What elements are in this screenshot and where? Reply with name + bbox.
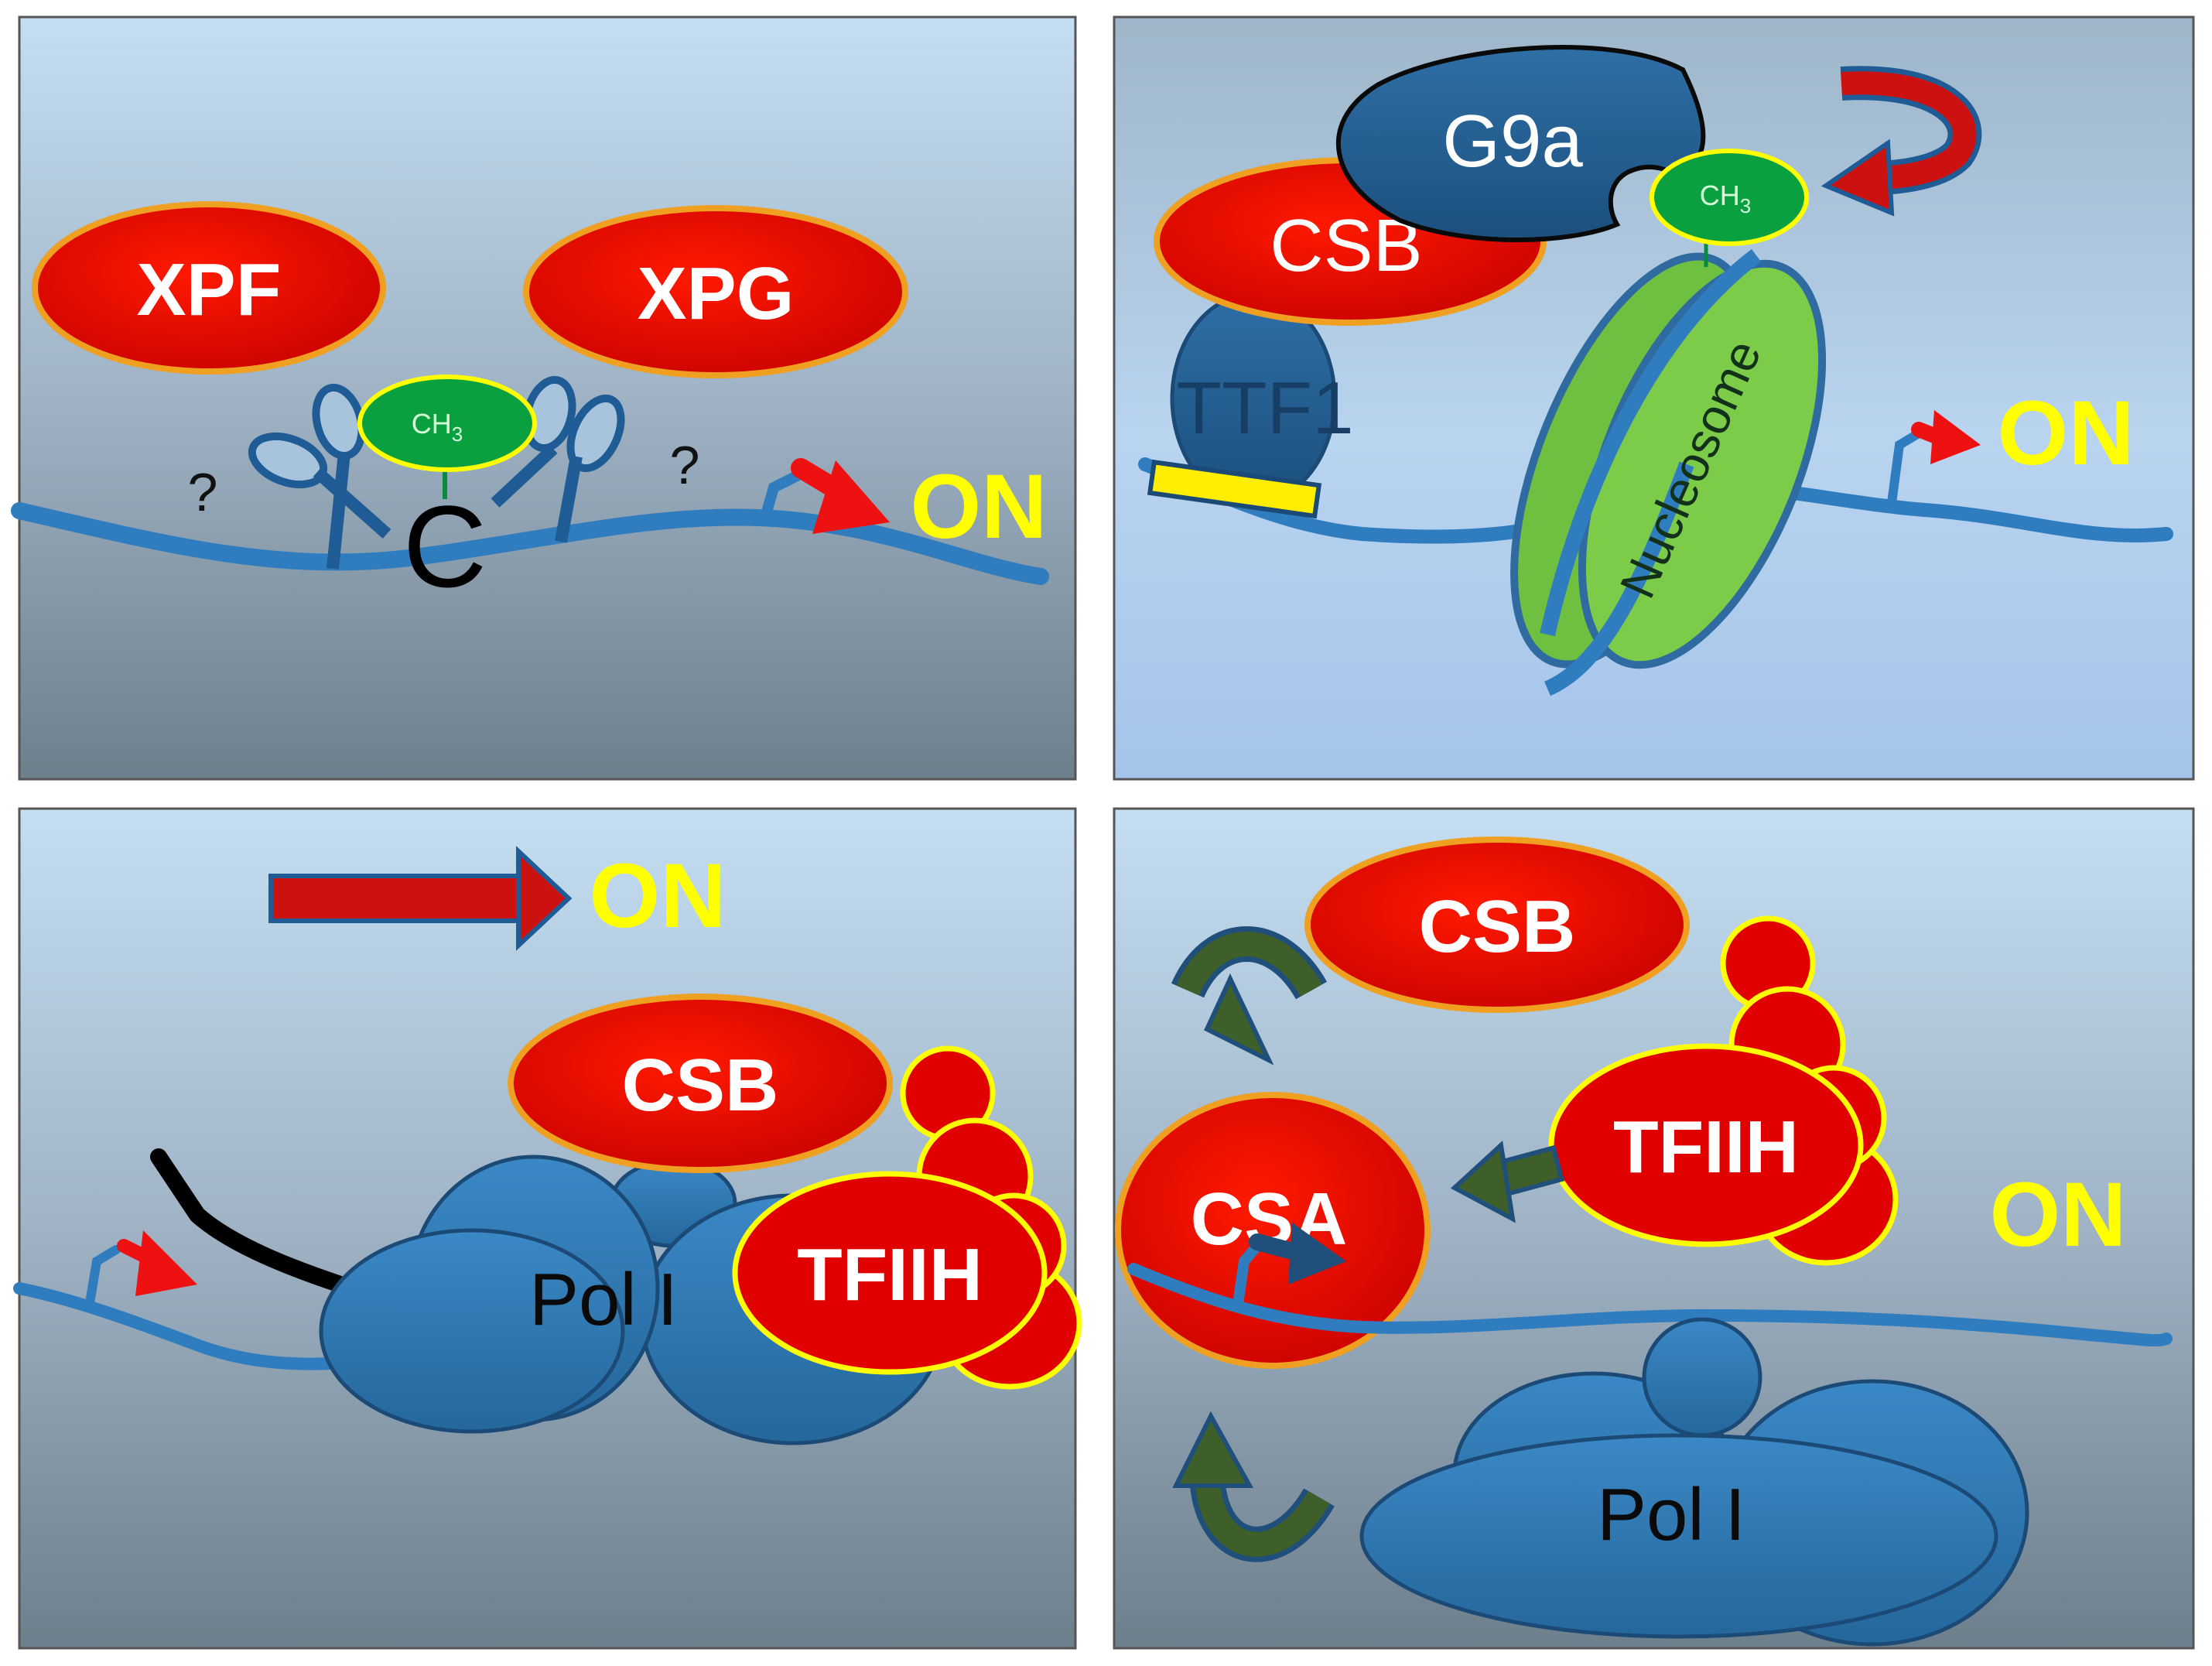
tfiih-complex xyxy=(1548,915,1899,1266)
csb-protein xyxy=(508,994,893,1173)
methyl-group xyxy=(357,375,537,472)
panel-bottom-right: CSB TFIIH CSA xyxy=(1113,807,2195,1650)
csb-label: CSB xyxy=(1419,885,1576,968)
panel-top-right: TTF1 CSB Nucleosome G9a CH3 xyxy=(1113,15,2195,781)
tfiih-label: TFIIH xyxy=(797,1233,983,1316)
methyl-group xyxy=(1650,149,1809,246)
g9a-label: G9a xyxy=(1442,100,1583,183)
cytosine-label: C xyxy=(403,481,487,611)
tfiih-label: TFIIH xyxy=(1613,1106,1799,1189)
ttf1-binding-site xyxy=(1147,459,1322,519)
tfiih-complex xyxy=(732,1045,1082,1390)
on-label: ON xyxy=(1990,1164,2127,1266)
promoter-flag xyxy=(84,1245,121,1312)
dna-strand xyxy=(13,1282,362,1370)
question-mark-left: ? xyxy=(188,462,218,522)
dna-strand xyxy=(1127,1263,2173,1347)
csb-label: CSB xyxy=(622,1044,779,1127)
red-arrow-icon xyxy=(268,846,573,951)
red-arrow-icon xyxy=(791,458,890,534)
promoter-flag xyxy=(761,470,802,520)
methyl-label: CH3 xyxy=(1700,180,1751,217)
rna-transcript xyxy=(150,1148,349,1293)
on-label: ON xyxy=(1998,382,2135,484)
xpg-label: XPG xyxy=(638,252,795,335)
ttf1-label: TTF1 xyxy=(1176,367,1353,450)
xpf-protein xyxy=(32,201,386,375)
pol-i-label: Pol I xyxy=(1597,1473,1745,1556)
on-label: ON xyxy=(590,845,727,947)
on-label: ON xyxy=(911,456,1048,558)
xpf-label: XPF xyxy=(137,248,282,331)
question-mark-right: ? xyxy=(670,435,700,495)
pol-i-label: Pol I xyxy=(529,1258,678,1341)
scissors-icon xyxy=(248,383,391,570)
methyl-label: CH3 xyxy=(412,408,463,446)
nucleosome: Nucleosome xyxy=(1510,249,1827,696)
csb-protein xyxy=(1304,836,1690,1013)
curved-arrow-icon xyxy=(1821,66,1982,217)
dark-arrow-icon xyxy=(1249,1223,1346,1285)
panel-top-left: XPF XPG CH3 C ? ? ON xyxy=(11,15,1077,781)
red-arrow-icon xyxy=(1911,410,1981,464)
green-curved-arrow-icon xyxy=(1172,1411,1335,1562)
promoter-flag xyxy=(1232,1240,1263,1309)
green-arrow-icon xyxy=(1450,1141,1565,1223)
promoter-flag xyxy=(1887,429,1923,508)
xpg-protein xyxy=(523,205,908,378)
green-curved-arrow-icon xyxy=(1171,926,1328,1066)
panel-bottom-left: ON Pol I CSB TFIIH xyxy=(13,807,1082,1650)
pol-i-complex xyxy=(1359,1317,2029,1647)
red-arrow-icon xyxy=(117,1230,197,1296)
